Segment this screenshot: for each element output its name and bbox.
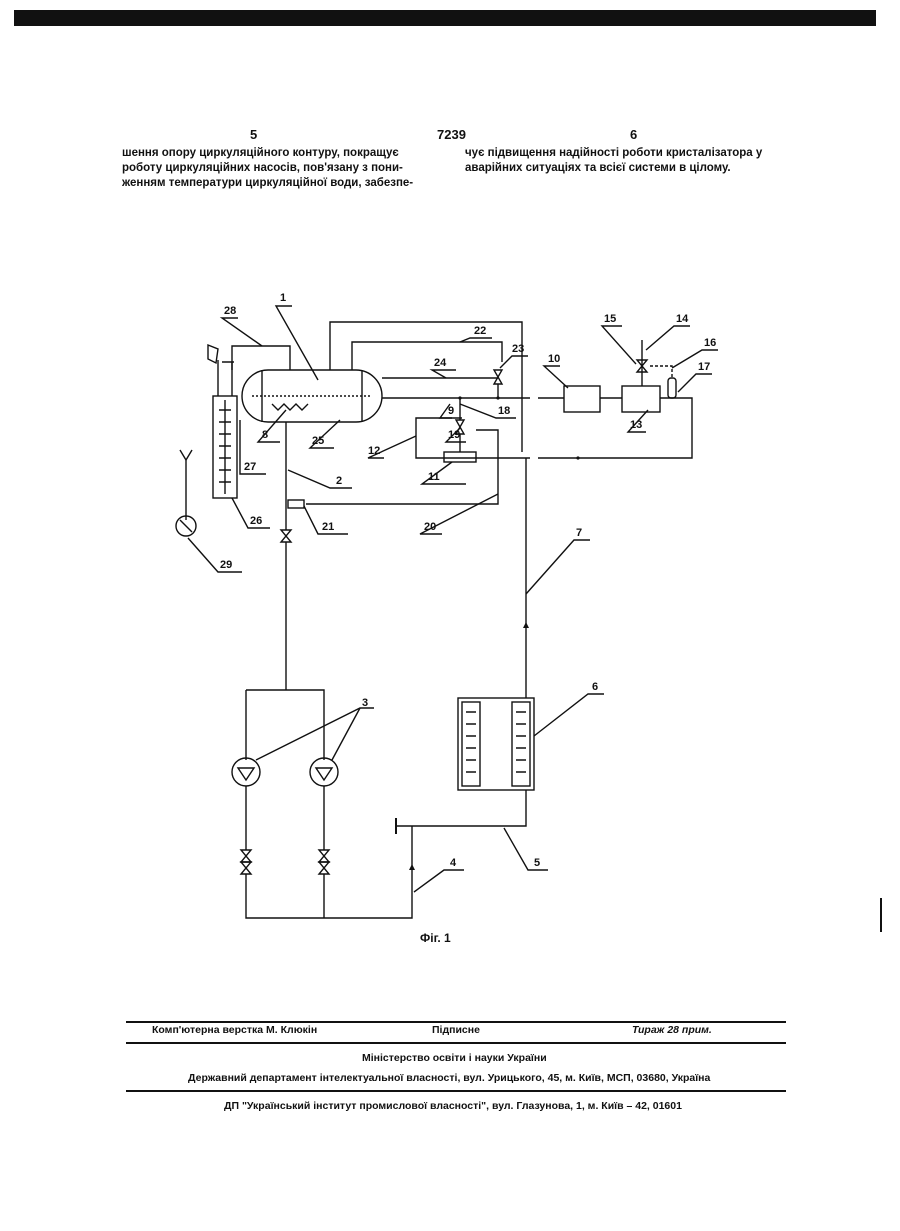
callout-2: 2: [336, 475, 342, 487]
callout-16: 16: [704, 337, 716, 349]
callout-19: 19: [448, 429, 460, 441]
callout-23: 23: [512, 343, 524, 355]
callout-10: 10: [548, 353, 560, 365]
imprint-rule-middle: [126, 1042, 786, 1044]
figure-schematic: 1 2 3 4 5 6 7 8 9 10 11 12 13 14 15 16 1…: [0, 0, 900, 960]
figure-caption: Фіг. 1: [420, 931, 451, 945]
callout-20: 20: [424, 521, 436, 533]
callout-4: 4: [450, 857, 457, 869]
callout-27: 27: [244, 461, 256, 473]
callout-24: 24: [434, 357, 447, 369]
chimney-cap: [208, 345, 218, 363]
callout-5: 5: [534, 857, 540, 869]
callout-21: 21: [322, 521, 334, 533]
callout-29: 29: [220, 559, 232, 571]
imprint-ministry: Міністерство освіти і науки України: [362, 1052, 547, 1064]
imprint-rule-bottom: [126, 1090, 786, 1092]
callout-11: 11: [428, 471, 440, 483]
callout-9: 9: [448, 405, 454, 417]
unit-11: [444, 452, 476, 462]
unit-10: [564, 386, 600, 412]
callout-8: 8: [262, 429, 268, 441]
valve-below-vessel: [281, 530, 291, 542]
callout-17: 17: [698, 361, 710, 373]
callout-14: 14: [676, 313, 689, 325]
unit-13: [622, 386, 660, 412]
imprint-institute: ДП "Український інститут промислової вла…: [224, 1100, 682, 1112]
callout-12: 12: [368, 445, 380, 457]
imprint-department: Державний департамент інтелектуальної вл…: [188, 1072, 710, 1084]
sensor-21: [288, 500, 304, 508]
callout-28: 28: [224, 305, 236, 317]
imprint-circulation: Тираж 28 прим.: [632, 1024, 712, 1036]
callout-18: 18: [498, 405, 510, 417]
imprint-rule-top: [126, 1021, 786, 1023]
callout-1: 1: [280, 292, 286, 304]
imprint-subscription: Підписне: [432, 1024, 480, 1036]
callout-15: 15: [604, 313, 616, 325]
imprint-typesetter: Комп'ютерна верстка М. Клюкін: [152, 1024, 317, 1036]
callout-13: 13: [630, 419, 642, 431]
sensor-17: [668, 378, 676, 398]
coil-25: [272, 404, 308, 410]
pump-left: [232, 758, 260, 786]
callout-7: 7: [576, 527, 582, 539]
pump-right: [310, 758, 338, 786]
callout-6: 6: [592, 681, 598, 693]
valve-23: [494, 370, 502, 384]
callout-26: 26: [250, 515, 262, 527]
callout-22: 22: [474, 325, 486, 337]
callout-3: 3: [362, 697, 368, 709]
callout-25: 25: [312, 435, 324, 447]
margin-mark: [880, 898, 882, 932]
